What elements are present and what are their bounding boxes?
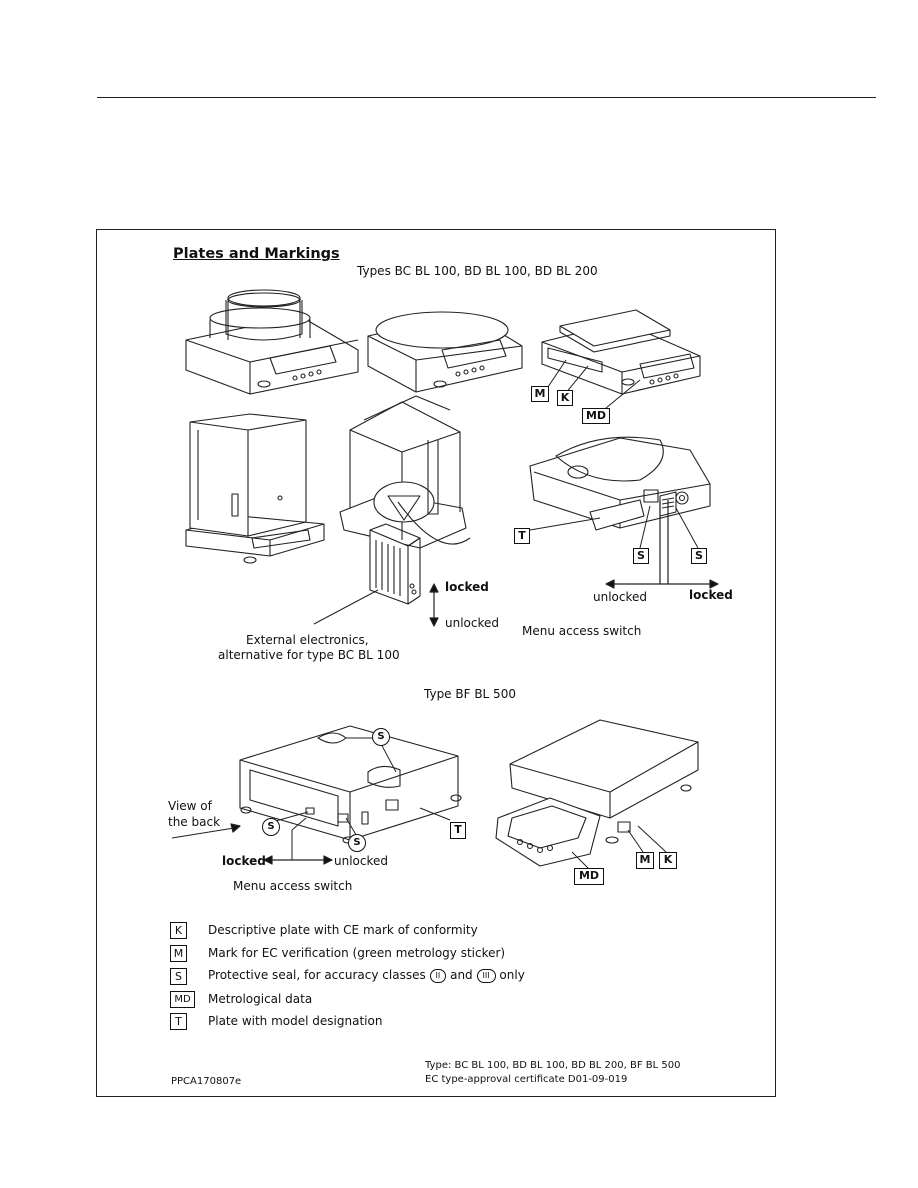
document-id: PPCA170807e xyxy=(171,1076,242,1087)
balance-drawing-7 xyxy=(240,726,461,843)
marker-k-bottom: K xyxy=(659,852,677,869)
balance-drawing-8 xyxy=(496,720,698,866)
marker-t-bottom: T xyxy=(450,822,466,839)
switch-arrows xyxy=(172,500,718,864)
legend-code-md: MD xyxy=(170,991,195,1008)
label-locked-switch: locked xyxy=(689,588,733,602)
types-caption-bottom: Type BF BL 500 xyxy=(424,687,516,701)
balance-drawing-6 xyxy=(530,437,710,530)
accuracy-class-ii-icon: II xyxy=(429,968,447,983)
types-caption-top: Types BC BL 100, BD BL 100, BD BL 200 xyxy=(357,264,598,278)
legend-code-m: M xyxy=(170,945,187,962)
balance-drawing-3 xyxy=(542,310,700,394)
accuracy-class-iii-icon: III xyxy=(476,968,496,983)
legend-text-s-only: only xyxy=(499,968,525,982)
seal-s-circle-3: S xyxy=(348,834,366,852)
legend-text-md: Metrological data xyxy=(208,992,313,1006)
view-back-line2: the back xyxy=(168,815,221,829)
external-electronics-line1: External electronics, xyxy=(246,633,369,647)
leader-lines xyxy=(272,360,698,870)
label-unlocked-switch: unlocked xyxy=(593,590,648,604)
marker-m-bottom: M xyxy=(636,852,654,869)
marker-s-middle-2: S xyxy=(691,548,707,564)
marker-md-top: MD xyxy=(582,408,610,424)
footer-type-line: Type: BC BL 100, BD BL 100, BD BL 200, B… xyxy=(425,1060,681,1071)
seal-s-circle-1: S xyxy=(372,728,390,746)
seal-s-circle-2: S xyxy=(262,818,280,836)
legend-text-s-and: and xyxy=(450,968,473,982)
legend-text-s-main: Protective seal, for accuracy classes xyxy=(208,968,426,982)
menu-access-switch-caption-top: Menu access switch xyxy=(522,624,642,638)
marker-t-middle: T xyxy=(514,528,530,544)
label-locked-ext: locked xyxy=(445,580,489,594)
header-rule xyxy=(97,97,876,98)
balance-drawing-5 xyxy=(340,396,470,604)
view-back-line1: View of xyxy=(168,799,212,813)
label-locked-bottom: locked xyxy=(222,854,266,868)
figure-frame xyxy=(96,229,776,1097)
legend-code-t: T xyxy=(170,1013,187,1030)
marker-md-bottom: MD xyxy=(574,868,604,885)
footer-certificate-line: EC type-approval certificate D01-09-019 xyxy=(425,1074,628,1085)
balance-drawing-2 xyxy=(368,312,522,392)
legend-code-k: K xyxy=(170,922,187,939)
balance-drawing-1 xyxy=(186,290,358,394)
external-electronics-line2: alternative for type BC BL 100 xyxy=(218,648,400,662)
legend-text-k: Descriptive plate with CE mark of confor… xyxy=(208,923,478,937)
legend-code-s: S xyxy=(170,968,187,985)
marker-k-top: K xyxy=(557,390,573,406)
label-unlocked-ext: unlocked xyxy=(445,616,500,630)
label-unlocked-bottom: unlocked xyxy=(334,854,389,868)
legend-text-s: Protective seal, for accuracy classes II… xyxy=(208,968,525,983)
legend-text-t: Plate with model designation xyxy=(208,1014,383,1028)
section-title: Plates and Markings xyxy=(173,246,340,262)
marker-m-top: M xyxy=(531,386,549,402)
menu-access-switch-caption-bottom: Menu access switch xyxy=(233,879,353,893)
balance-drawing-4 xyxy=(186,414,324,563)
legend-text-m: Mark for EC verification (green metrolog… xyxy=(208,946,506,960)
marker-s-middle-1: S xyxy=(633,548,649,564)
